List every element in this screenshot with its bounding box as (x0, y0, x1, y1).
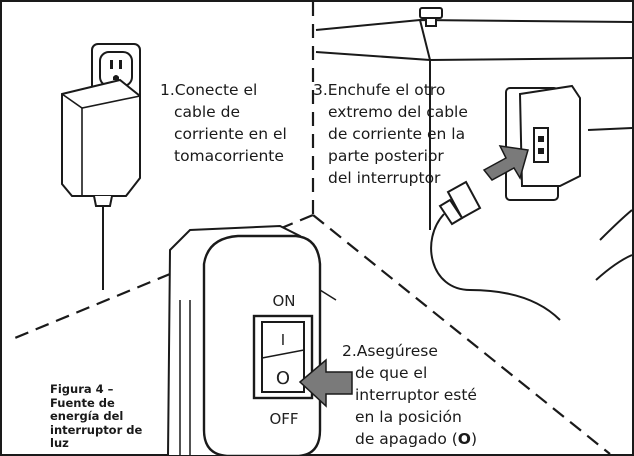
step-2-line-2: de que el (355, 364, 428, 382)
caption-line-2: Fuente de (50, 395, 115, 410)
power-adapter-icon (61, 78, 141, 290)
step-3-line-5: del interruptor (328, 169, 441, 187)
caption-line-1: Figura 4 – (50, 382, 114, 396)
switch-back-housing (505, 84, 581, 201)
step-2-line-1: Asegúrese (356, 342, 438, 360)
switch-on-symbol: I (281, 331, 285, 349)
step-1-line-2: cable de (174, 103, 241, 121)
step-3-line-3: de corriente en la (328, 125, 466, 143)
power-cable-plug (430, 180, 561, 321)
step-2-text: 2.Asegúrese de que el interruptor esté e… (342, 340, 477, 450)
insert-arrow-icon (482, 145, 529, 181)
step-3-number: 3. (313, 81, 328, 99)
switch-off-label: OFF (269, 410, 298, 428)
step-2-off-symbol: O (457, 430, 471, 448)
step-1-line-3: corriente en el (174, 125, 287, 143)
step-2-line-5-prefix: de apagado ( (355, 430, 458, 448)
step-3-line-4: parte posterior (328, 147, 444, 165)
step-2-line-5-suffix: ) (470, 430, 478, 448)
caption-line-3: energía del (50, 409, 124, 423)
cabinet-knob (419, 7, 443, 27)
step-1-number: 1. (160, 81, 175, 99)
step-2-line-5: de apagado (O) (342, 428, 477, 450)
step-3-text: 3.Enchufe el otro extremo del cable de c… (313, 79, 468, 189)
figure-caption: Figura 4 – Fuente de energía del interru… (50, 382, 160, 451)
step-1-line-1: Conecte el (174, 81, 258, 99)
switch-off-symbol: O (276, 368, 290, 389)
point-arrow-icon (298, 358, 353, 408)
cabinet-outline (315, 18, 633, 281)
step-2-line-3: interruptor esté (355, 386, 477, 404)
switch-on-label: ON (272, 292, 295, 310)
step-1-line-4: tomacorriente (174, 147, 284, 165)
caption-line-4: interruptor de luz (50, 422, 143, 450)
step-3-line-1: Enchufe el otro (327, 81, 446, 99)
step-2-number: 2. (342, 342, 357, 360)
step-3-line-2: extremo del cable (328, 103, 468, 121)
step-2-line-4: en la posición (355, 408, 462, 426)
step-1-text: 1.Conecte el cable de corriente en el to… (160, 79, 287, 167)
